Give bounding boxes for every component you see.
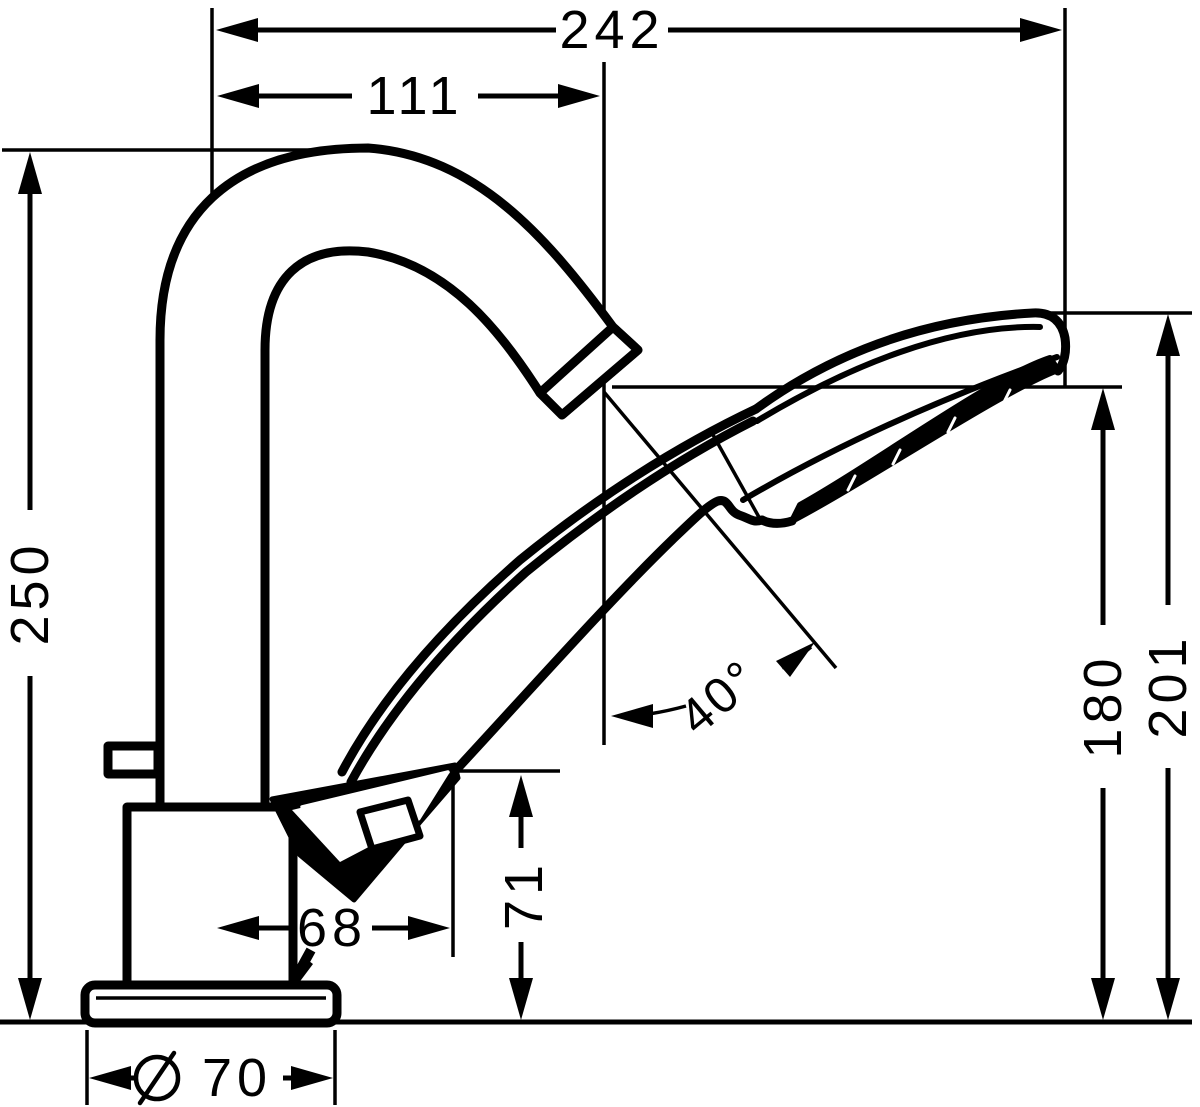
arrowhead-left <box>217 916 259 940</box>
dimension-label: 250 <box>0 540 60 645</box>
dimension-label: 68 <box>297 898 367 958</box>
arrowhead-left <box>611 704 653 728</box>
spray-angle-ray <box>602 390 838 670</box>
arrowhead-right <box>291 1066 333 1090</box>
arrowhead-top <box>18 152 42 194</box>
dim-180-outlet-height: 180 <box>1073 388 1133 1020</box>
dimension-label: 40° <box>669 648 770 745</box>
handshower-handle-butt <box>356 796 424 853</box>
dimension-label: 201 <box>1138 633 1198 738</box>
dimension-label: 111 <box>366 66 463 126</box>
faucet-base-block <box>122 802 298 991</box>
arrowhead-right <box>1020 18 1062 42</box>
base-flange <box>80 980 342 1028</box>
dim-70-base-diameter: 70 <box>89 1048 333 1107</box>
handshower <box>337 308 1071 787</box>
dim-40deg-spray-angle: 40° <box>611 642 815 746</box>
arrowhead-left <box>89 1066 131 1090</box>
handle-bottom-edge <box>452 496 767 774</box>
dim-242-total-width: 242 <box>216 0 1062 60</box>
arrowhead-bottom <box>1091 978 1115 1020</box>
dim-250-total-height: 250 <box>0 152 60 1020</box>
faucet-spout <box>155 143 643 817</box>
head-top-outline <box>751 308 1071 414</box>
handle-head-seam-line <box>710 432 762 520</box>
dim-68-holder-offset: 68 <box>217 898 450 958</box>
faucet-body <box>80 741 342 1028</box>
dimension-label: 71 <box>494 860 554 930</box>
spray-face-nozzle-notches <box>846 388 1012 492</box>
arrowhead-top <box>1156 314 1180 356</box>
spout-tip-aerator-band <box>535 322 643 420</box>
hose-chevron-detail <box>289 947 316 986</box>
extension-lines <box>2 8 1192 1105</box>
arrowhead-bottom <box>509 978 533 1020</box>
arrowhead-right <box>776 642 815 677</box>
arrowhead-bottom <box>18 978 42 1020</box>
dimension-label: 180 <box>1073 653 1133 758</box>
arrowhead-bottom <box>1156 978 1180 1020</box>
handshower-spray-face <box>789 355 1061 524</box>
holder-rim-highlight <box>300 770 450 809</box>
head-neck-bottom <box>757 515 797 528</box>
dim-201-handshower-height: 201 <box>1138 314 1198 1020</box>
handle-top-edge-inner <box>346 416 758 787</box>
arrowhead-left <box>216 18 258 42</box>
dim-71-holder-height: 71 <box>494 775 554 1020</box>
arrowhead-right <box>558 84 600 108</box>
dim-111-spout-reach: 111 <box>217 66 600 126</box>
side-knob <box>103 741 163 779</box>
arrowhead-right <box>408 916 450 940</box>
arrowhead-top <box>509 775 533 817</box>
handle-top-edge <box>337 404 761 777</box>
arrowhead-top <box>1091 388 1115 430</box>
head-inner-line <box>754 323 1043 424</box>
handshower-holder <box>269 762 461 903</box>
dimension-label: 70 <box>202 1048 272 1107</box>
diameter-icon <box>133 1050 181 1106</box>
spout-tube-outline <box>155 143 643 817</box>
dimension-label: 242 <box>559 0 664 60</box>
arrowhead-left <box>217 84 259 108</box>
